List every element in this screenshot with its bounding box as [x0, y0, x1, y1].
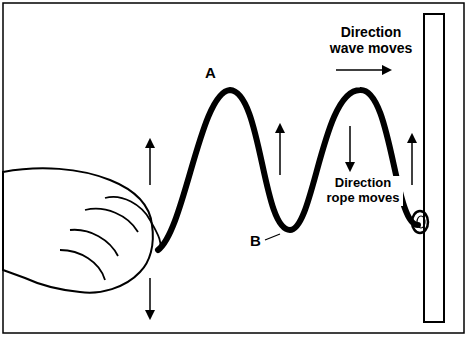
thumb	[105, 197, 160, 252]
down-arrow	[349, 126, 351, 170]
point-label: B	[250, 232, 261, 249]
frame	[3, 3, 464, 333]
hand-fist	[3, 168, 153, 292]
up-arrow	[279, 125, 281, 175]
finger-line	[85, 209, 138, 232]
up-arrow	[411, 135, 413, 185]
direction-label: Direction rope moves	[323, 176, 403, 206]
rope	[158, 90, 418, 250]
up-arrow	[149, 140, 151, 185]
finger-line	[60, 250, 105, 280]
down-arrow	[149, 278, 151, 318]
direction-label: Direction wave moves	[328, 24, 414, 56]
wave-direction-arrow	[336, 69, 390, 71]
leader-line	[265, 234, 280, 240]
point-label: A	[205, 64, 216, 81]
wall	[424, 14, 444, 322]
